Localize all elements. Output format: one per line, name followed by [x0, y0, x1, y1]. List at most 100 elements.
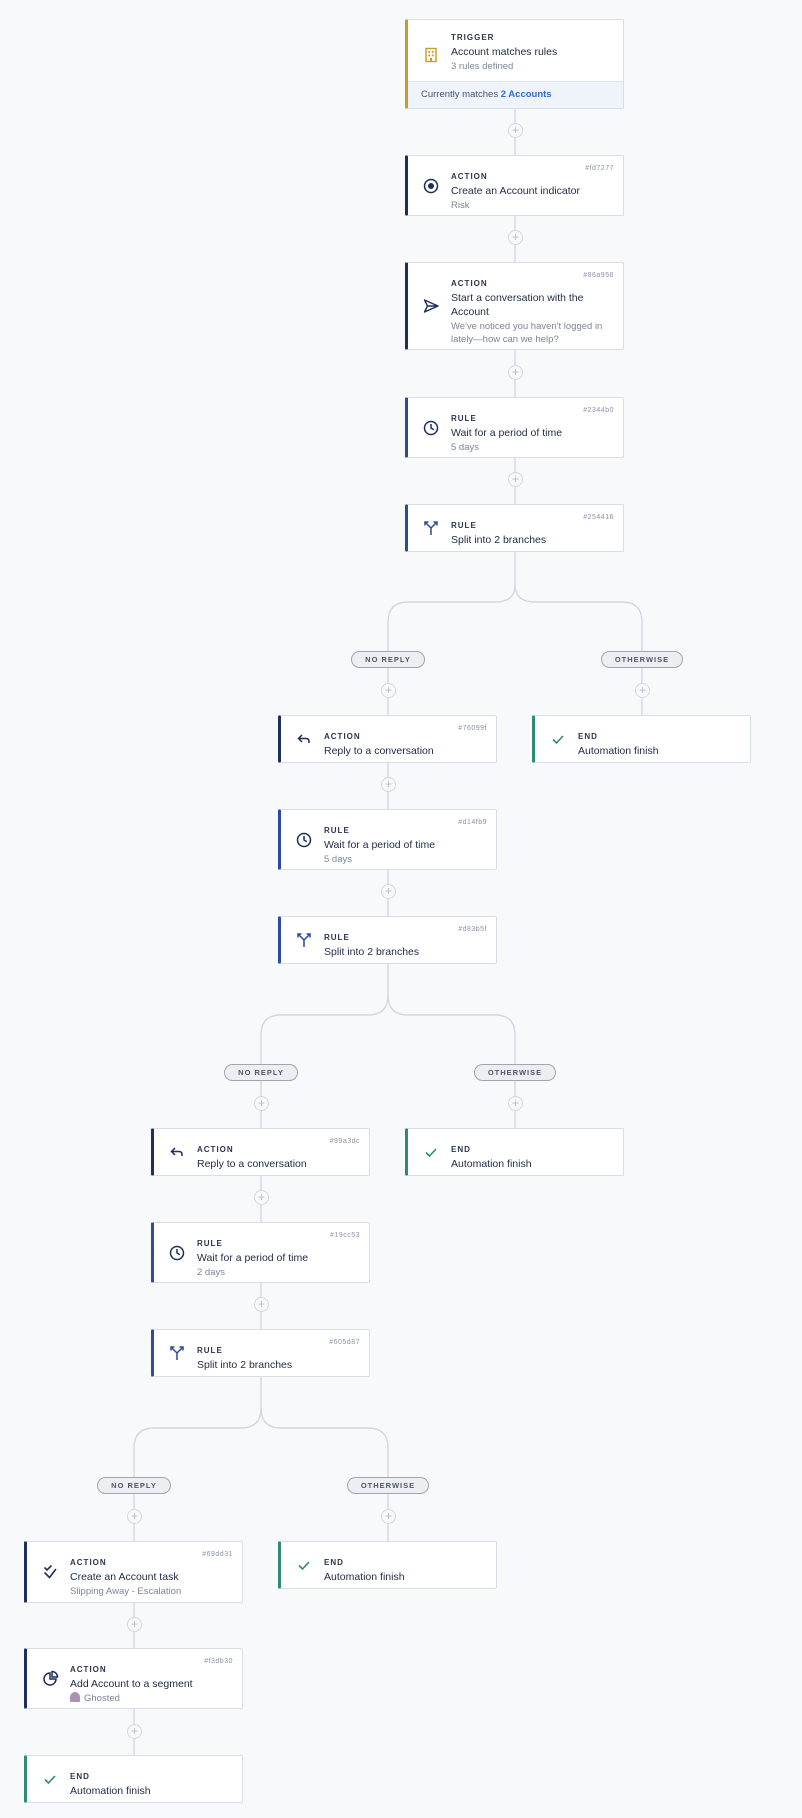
step-split-branches[interactable]: RULE Split into 2 branches #605d87	[151, 1329, 370, 1377]
node-subtitle: 5 days	[451, 442, 479, 453]
add-step-button[interactable]: +	[254, 1096, 269, 1111]
step-split-branches[interactable]: RULE Split into 2 branches #d83b5f	[278, 916, 497, 964]
node-subtitle: Ghosted	[70, 1692, 235, 1705]
node-kind: ACTION	[324, 732, 361, 741]
step-create-account-task[interactable]: ACTION Create an Account task Slipping A…	[24, 1541, 243, 1603]
node-id: #2344b0	[583, 407, 614, 414]
add-step-button[interactable]: +	[127, 1617, 142, 1632]
step-reply-conversation[interactable]: ACTION Reply to a conversation #76099f	[278, 715, 497, 763]
node-kind: ACTION	[70, 1665, 107, 1674]
node-kind: END	[70, 1772, 90, 1781]
add-step-button[interactable]: +	[381, 777, 396, 792]
check-icon	[41, 1770, 59, 1788]
node-title: Split into 2 branches	[197, 1359, 293, 1371]
node-kind: ACTION	[451, 279, 488, 288]
branch-label-no-reply[interactable]: NO REPLY	[224, 1064, 298, 1081]
node-subtitle: Risk	[451, 200, 470, 211]
add-step-button[interactable]: +	[254, 1297, 269, 1312]
step-wait-period[interactable]: RULE Wait for a period of time 5 days #2…	[405, 397, 624, 458]
add-step-button[interactable]: +	[508, 123, 523, 138]
add-step-button[interactable]: +	[508, 365, 523, 380]
node-id: #76099f	[458, 725, 487, 732]
step-wait-period[interactable]: RULE Wait for a period of time 2 days #1…	[151, 1222, 370, 1283]
node-title: Create an Account indicator	[451, 185, 580, 197]
trigger-subtitle: 3 rules defined	[451, 61, 514, 72]
node-title: Split into 2 branches	[324, 946, 420, 958]
add-step-button[interactable]: +	[254, 1190, 269, 1205]
node-kind: END	[451, 1145, 471, 1154]
segment-icon	[41, 1670, 59, 1688]
check-icon	[422, 1143, 440, 1161]
step-automation-finish[interactable]: END Automation finish	[278, 1541, 497, 1589]
clock-icon	[295, 831, 313, 849]
branch-label-otherwise[interactable]: OTHERWISE	[601, 651, 683, 668]
node-title: Wait for a period of time	[451, 427, 563, 439]
trigger-card[interactable]: TRIGGER Account matches rules 3 rules de…	[405, 19, 624, 109]
branch-label-otherwise[interactable]: OTHERWISE	[474, 1064, 556, 1081]
node-title: Wait for a period of time	[197, 1252, 309, 1264]
send-icon	[422, 297, 440, 315]
add-step-button[interactable]: +	[508, 230, 523, 245]
node-id: #69dd31	[202, 1551, 233, 1558]
node-title: Split into 2 branches	[451, 534, 547, 546]
add-step-button[interactable]: +	[127, 1724, 142, 1739]
node-title: Reply to a conversation	[197, 1158, 307, 1170]
step-create-account-indicator[interactable]: ACTION Create an Account indicator Risk …	[405, 155, 624, 216]
node-title: Create an Account task	[70, 1571, 179, 1583]
branch-label-no-reply[interactable]: NO REPLY	[97, 1477, 171, 1494]
step-start-conversation[interactable]: ACTION Start a conversation with the Acc…	[405, 262, 624, 350]
add-step-button[interactable]: +	[381, 884, 396, 899]
step-reply-conversation[interactable]: ACTION Reply to a conversation #99a3dc	[151, 1128, 370, 1176]
node-kind: ACTION	[451, 172, 488, 181]
node-kind: END	[324, 1558, 344, 1567]
branch-label-otherwise[interactable]: OTHERWISE	[347, 1477, 429, 1494]
step-automation-finish[interactable]: END Automation finish	[532, 715, 751, 763]
node-kind: END	[578, 732, 598, 741]
add-step-button[interactable]: +	[508, 1096, 523, 1111]
match-summary: Currently matches 2 Accounts	[408, 81, 623, 108]
node-title: Start a conversation with the Account	[451, 292, 584, 318]
step-automation-finish[interactable]: END Automation finish	[405, 1128, 624, 1176]
step-wait-period[interactable]: RULE Wait for a period of time 5 days #d…	[278, 809, 497, 870]
add-step-button[interactable]: +	[381, 1509, 396, 1524]
split-icon	[422, 519, 440, 537]
check-icon	[295, 1556, 313, 1574]
node-subtitle: Slipping Away - Escalation	[70, 1586, 182, 1597]
indicator-icon	[422, 177, 440, 195]
node-kind: ACTION	[70, 1558, 107, 1567]
trigger-title: Account matches rules	[451, 46, 558, 58]
node-id: #d14fb9	[458, 819, 487, 826]
node-title: Add Account to a segment	[70, 1678, 193, 1690]
ghost-emoji-icon	[70, 1692, 80, 1702]
node-kind: RULE	[324, 826, 350, 835]
node-title: Wait for a period of time	[324, 839, 436, 851]
node-kind: TRIGGER	[451, 33, 495, 42]
node-title: Automation finish	[324, 1571, 405, 1583]
node-id: #254416	[583, 514, 614, 521]
node-kind: RULE	[197, 1239, 223, 1248]
matching-accounts-link[interactable]: 2 Accounts	[500, 89, 552, 100]
step-automation-finish[interactable]: END Automation finish	[24, 1755, 243, 1803]
node-subtitle: 5 days	[324, 854, 352, 865]
task-icon	[41, 1563, 59, 1581]
add-step-button[interactable]: +	[127, 1509, 142, 1524]
node-id: #99a3dc	[329, 1138, 360, 1145]
add-step-button[interactable]: +	[381, 683, 396, 698]
node-kind: RULE	[451, 414, 477, 423]
add-step-button[interactable]: +	[508, 472, 523, 487]
step-add-to-segment[interactable]: ACTION Add Account to a segment Ghosted …	[24, 1648, 243, 1709]
add-step-button[interactable]: +	[635, 683, 650, 698]
node-id: #f3db30	[204, 1658, 233, 1665]
reply-icon	[168, 1143, 186, 1161]
node-title: Reply to a conversation	[324, 745, 434, 757]
node-title: Automation finish	[578, 745, 659, 757]
branch-label-no-reply[interactable]: NO REPLY	[351, 651, 425, 668]
node-subtitle: We've noticed you haven't logged in late…	[451, 321, 603, 345]
node-kind: RULE	[197, 1346, 223, 1355]
step-split-branches[interactable]: RULE Split into 2 branches #254416	[405, 504, 624, 552]
node-id: #fd7277	[585, 165, 614, 172]
node-kind: ACTION	[197, 1145, 234, 1154]
reply-icon	[295, 730, 313, 748]
split-icon	[168, 1344, 186, 1362]
